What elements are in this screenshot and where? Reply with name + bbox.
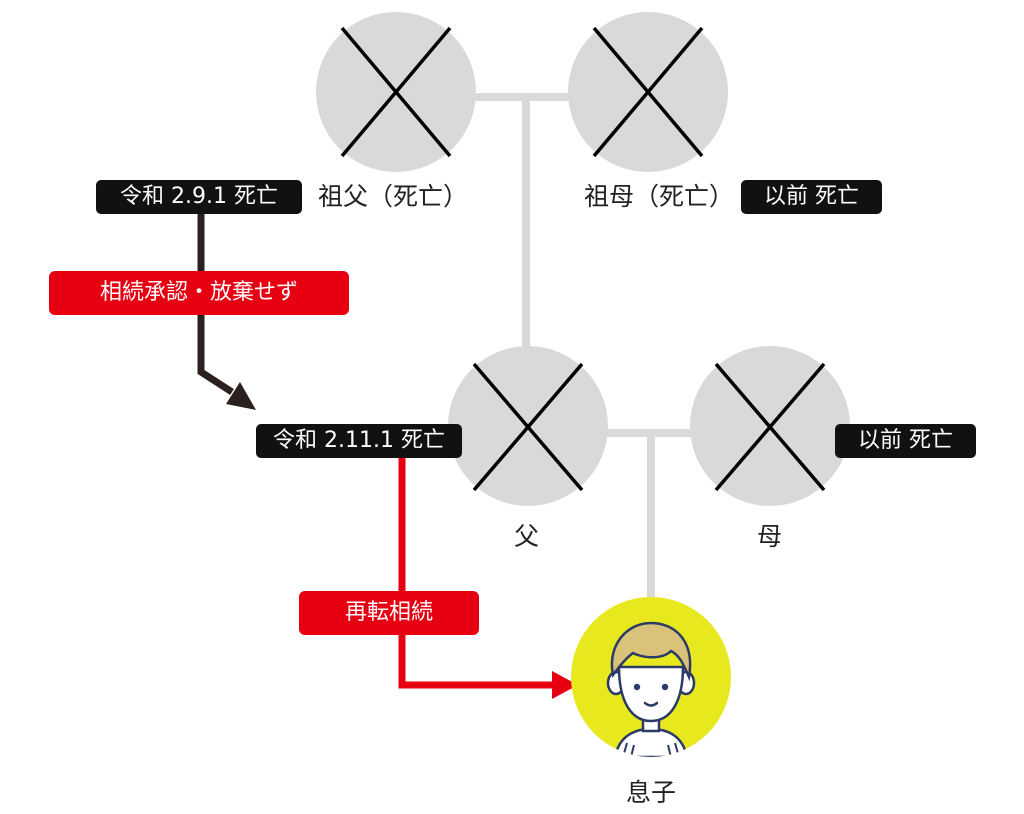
father-label: 父 [514, 522, 540, 551]
cross-mark-icon [472, 362, 584, 492]
cross-mark-icon [714, 362, 826, 492]
grandfather-death-tag: 令和 2.9.1 死亡 [96, 180, 302, 214]
mother-label: 母 [757, 522, 783, 551]
father-death-tag: 令和 2.11.1 死亡 [256, 424, 462, 458]
cross-mark-icon [340, 26, 452, 158]
mother-node [690, 346, 850, 506]
cross-mark-icon [592, 26, 704, 158]
son-label: 息子 [626, 778, 677, 807]
person-avatar-icon [606, 621, 696, 757]
mother-death-tag: 以前 死亡 [835, 424, 976, 458]
red-arrowhead [552, 671, 578, 699]
grandmother-death-tag: 以前 死亡 [741, 180, 882, 214]
dark-arrow-line [197, 210, 234, 395]
father-node [448, 346, 608, 506]
grandfather-node [316, 12, 476, 172]
red-arrow-line [398, 456, 555, 689]
no-action-label: 相続承認・放棄せず [49, 271, 349, 315]
grandfather-label: 祖父（死亡） [318, 182, 469, 211]
son-node [571, 597, 731, 757]
grandmother-label: 祖母（死亡） [584, 182, 735, 211]
dark-arrowhead [226, 382, 256, 410]
grandmother-node [568, 12, 728, 172]
secondary-inheritance-label: 再転相続 [299, 591, 479, 635]
